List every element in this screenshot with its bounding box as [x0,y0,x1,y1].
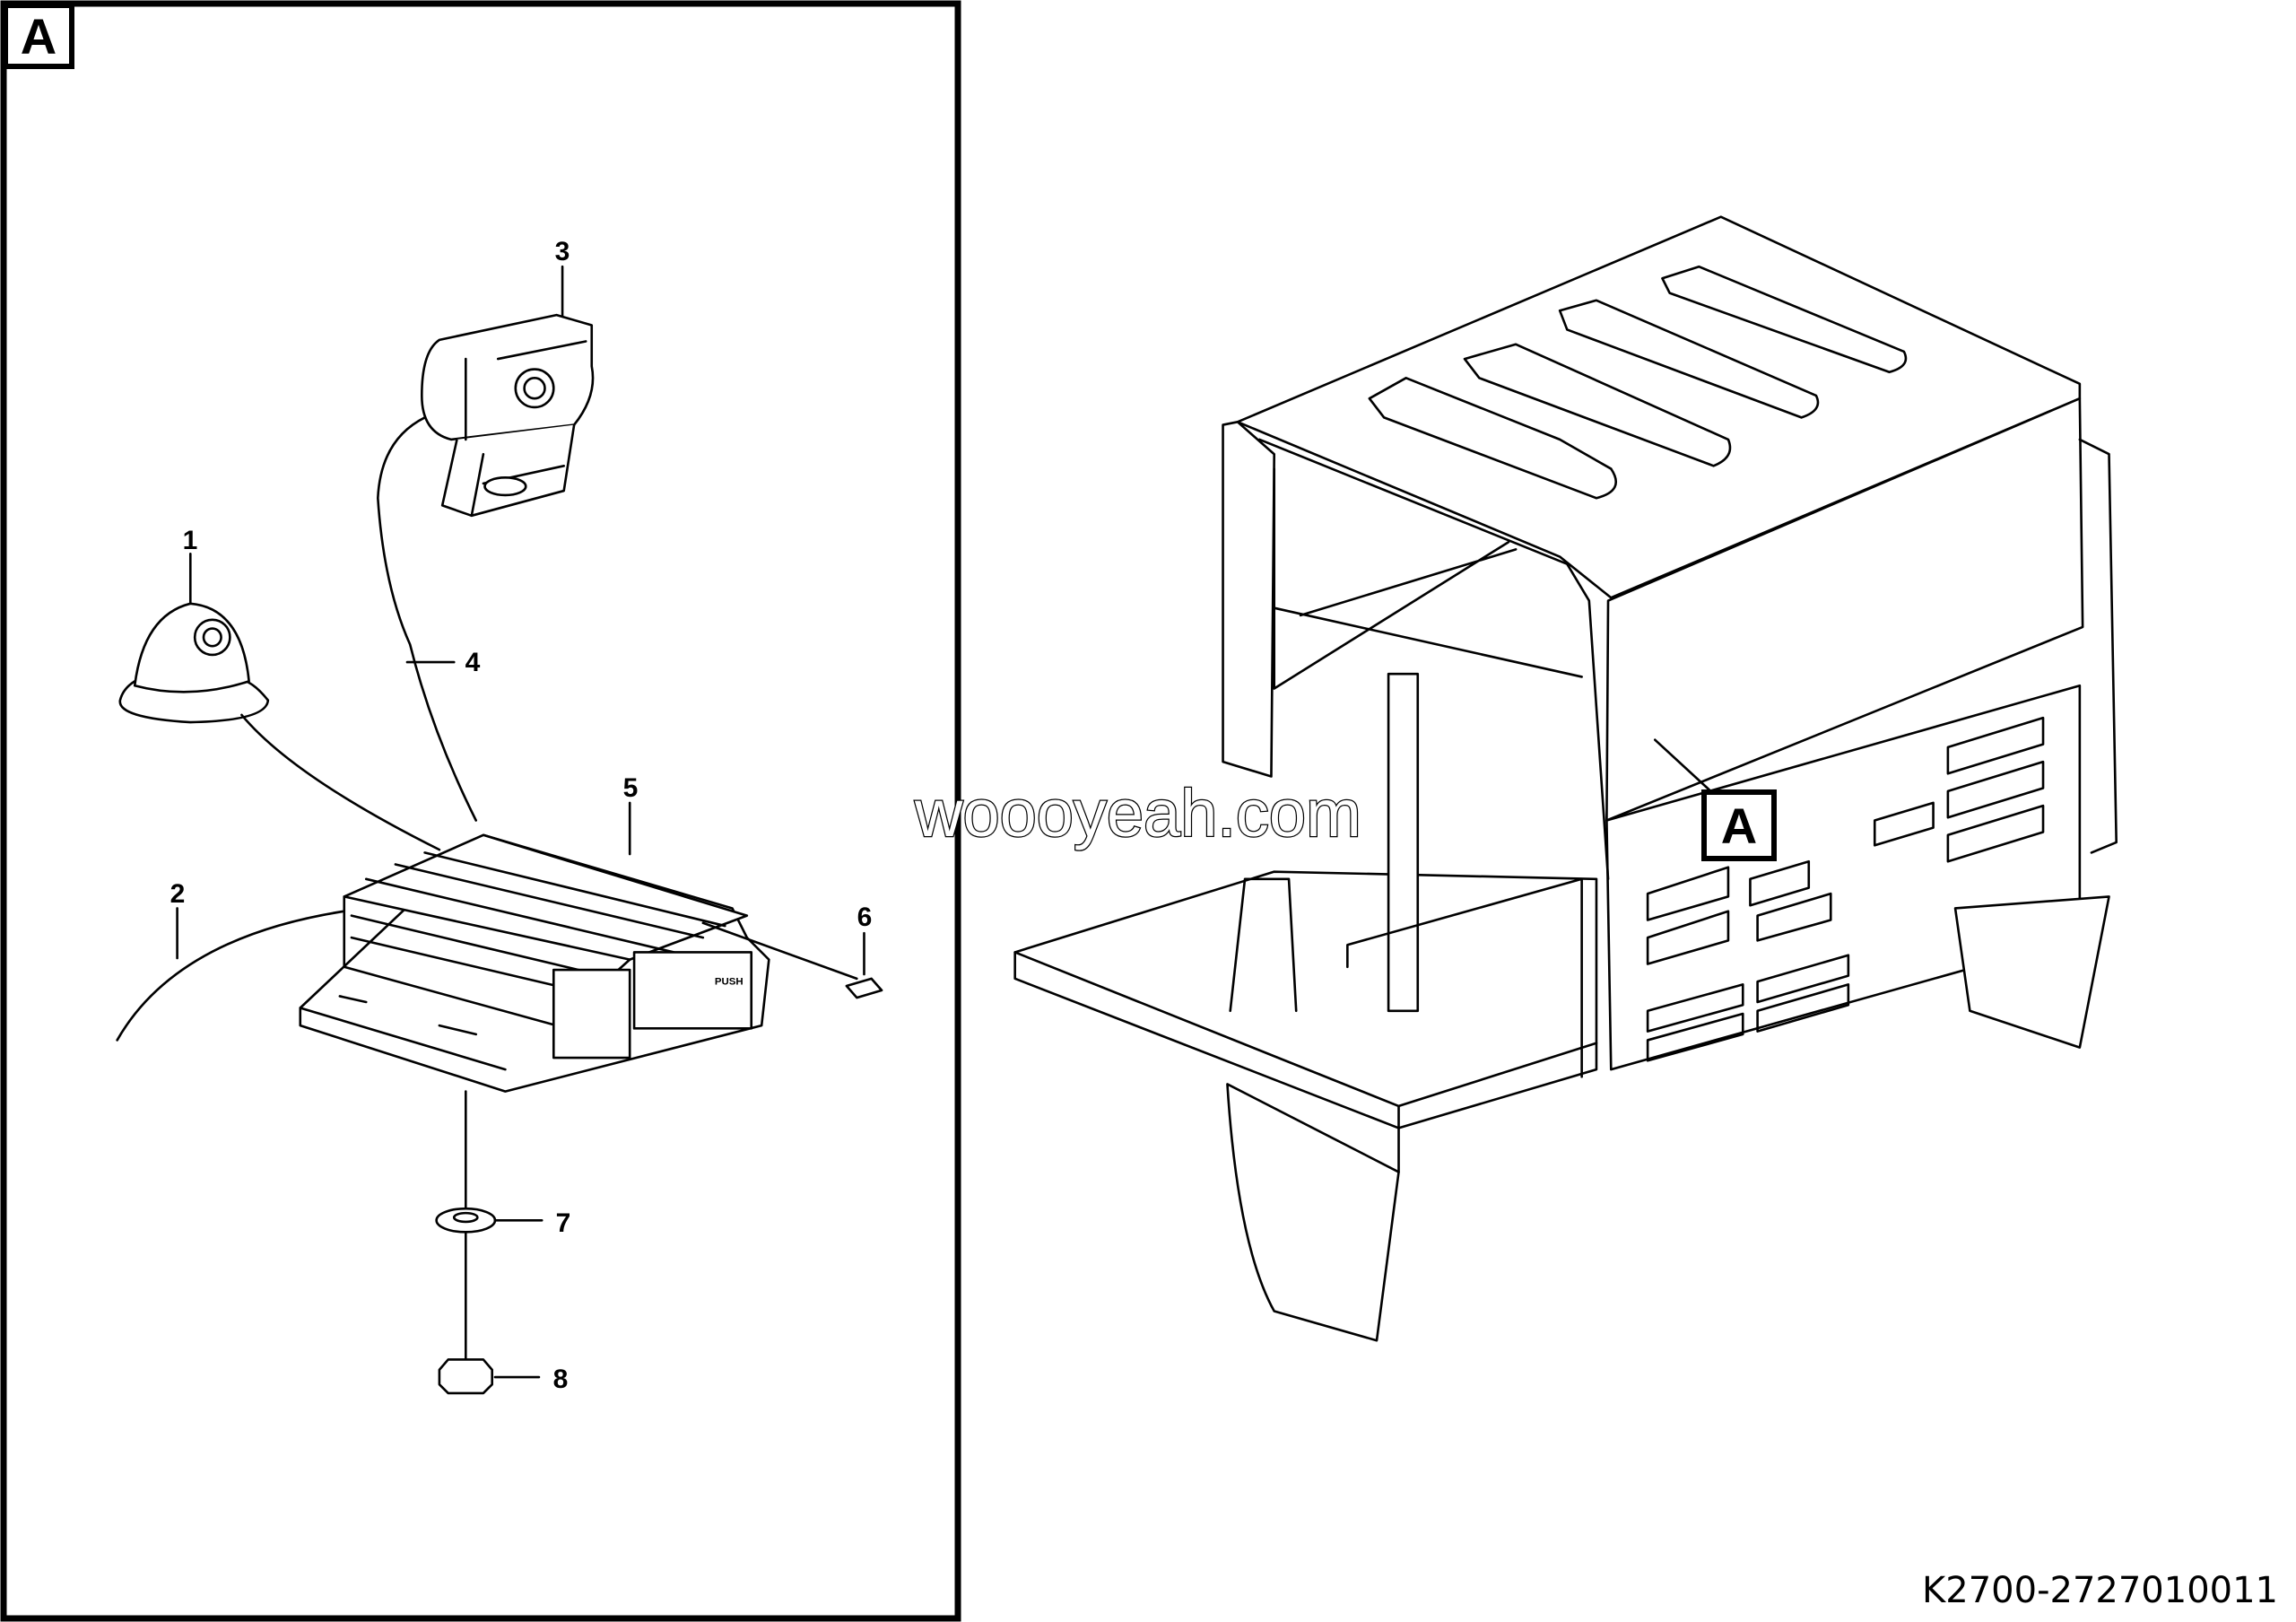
callout-5: 5 [623,773,639,803]
document-id: K2700-2727010011 [1922,1570,2278,1611]
dvr-unit-part-5: PUSH [299,833,770,1093]
label-part-6 [845,977,883,999]
view-a-leader [1653,738,1712,793]
cable-part-4 [377,416,478,822]
callout-3: 3 [555,237,570,266]
callout-2: 2 [170,879,186,909]
watermark: woooyeah.com [914,776,1361,850]
cable-part-2 [116,910,346,1042]
callout-6: 6 [857,903,873,932]
leader-6 [701,921,858,981]
detail-panel-frame [0,0,961,1622]
view-marker-label: A [1721,798,1757,854]
callout-7: 7 [556,1208,571,1238]
view-marker: A [1701,789,1777,861]
nut-part-8 [438,1358,493,1395]
detail-marker: A [3,3,74,69]
washer-part-7 [435,1207,497,1234]
detail-marker-label: A [21,8,57,65]
callout-8: 8 [553,1365,569,1394]
rear-camera-part-3 [420,313,595,518]
dome-camera-part-1 [118,602,441,851]
svg-text:PUSH: PUSH [715,976,744,987]
callout-4: 4 [465,648,481,677]
callout-1: 1 [183,526,198,555]
truck-cab-illustration [1013,215,2118,1342]
